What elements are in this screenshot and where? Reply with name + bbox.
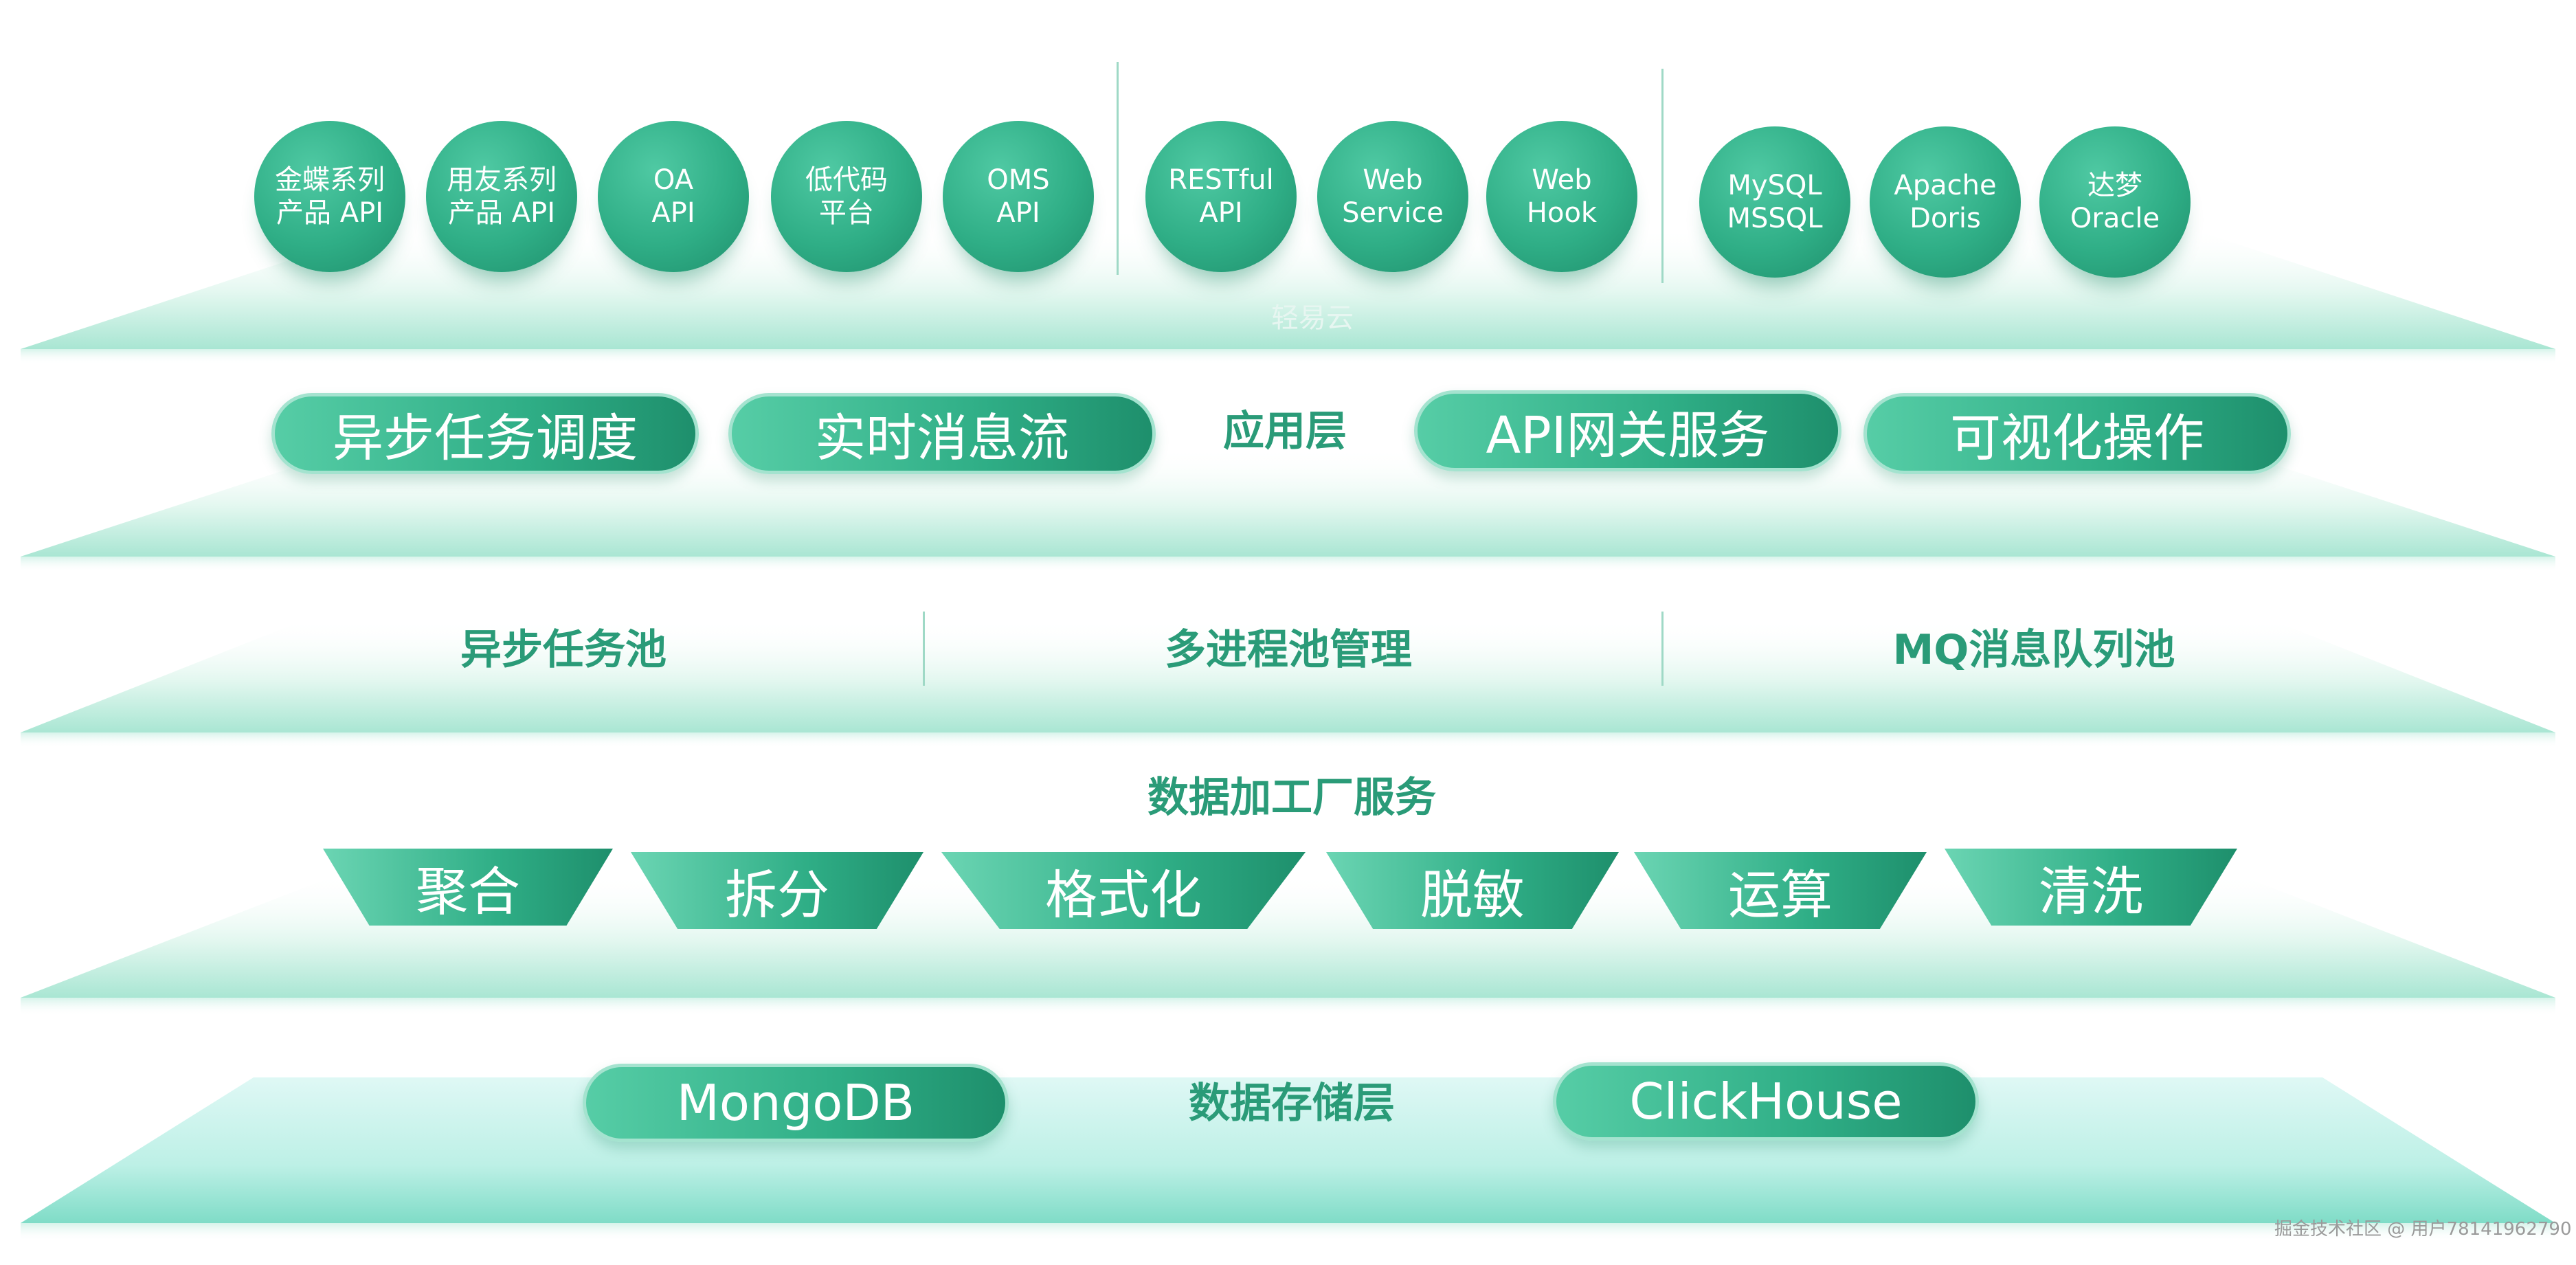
source-circle-dameng: 达梦 Oracle: [2039, 126, 2191, 278]
source-circle-mysql: MySQL MSSQL: [1699, 126, 1850, 278]
source-circle-oms: OMS API: [943, 121, 1094, 272]
factory-item-compute: 运算: [1634, 852, 1927, 929]
top-divider-1: [1117, 62, 1119, 275]
platform-5-edge: [21, 1223, 2555, 1241]
factory-item-desensitize: 脱敏: [1326, 852, 1619, 929]
top-divider-2: [1661, 69, 1664, 283]
app-pill-api-gateway: API网关服务: [1414, 390, 1841, 471]
source-circle-webhook: Web Hook: [1486, 121, 1637, 272]
credit-text: 掘金技术社区 @ 用户78141962790: [2274, 1219, 2572, 1240]
platform-1-edge: [21, 349, 2555, 364]
source-circle-yonyou: 用友系列 产品 API: [426, 121, 577, 272]
factory-item-split: 拆分: [631, 852, 923, 929]
platform-4-edge: [21, 998, 2555, 1016]
pool-multiprocess: 多进程池管理: [1165, 625, 1412, 674]
watermark-text: 轻易云: [1271, 302, 1354, 334]
app-pill-realtime-stream: 实时消息流: [728, 393, 1156, 474]
factory-item-aggregate: 聚合: [323, 849, 613, 926]
platform-4: [21, 873, 2555, 998]
storage-pill-mongodb: MongoDB: [583, 1064, 1009, 1142]
app-pill-async-scheduling: 异步任务调度: [271, 393, 699, 474]
platform-3: [21, 618, 2555, 732]
storage-pill-clickhouse: ClickHouse: [1553, 1062, 1979, 1141]
platform-2-edge: [21, 557, 2555, 572]
source-circle-lowcode: 低代码 平台: [771, 121, 922, 272]
platform-2: [21, 447, 2555, 557]
source-circle-doris: Apache Doris: [1870, 126, 2021, 278]
source-circle-kingdee: 金蝶系列 产品 API: [254, 121, 405, 272]
pool-divider-1: [923, 612, 925, 686]
app-pill-visual-ops: 可视化操作: [1863, 393, 2291, 474]
source-circle-webservice: Web Service: [1317, 121, 1468, 272]
pool-async-task: 异步任务池: [460, 625, 667, 674]
storage-layer-label: 数据存储层: [1189, 1079, 1395, 1128]
pool-divider-2: [1661, 612, 1664, 686]
factory-item-format: 格式化: [941, 852, 1306, 929]
source-circle-restful: RESTful API: [1145, 121, 1297, 272]
factory-layer-label: 数据加工厂服务: [1147, 773, 1436, 822]
platform-3-edge: [21, 732, 2555, 748]
source-circle-oa: OA API: [598, 121, 749, 272]
app-layer-label: 应用层: [1223, 407, 1347, 456]
pool-mq-queue: MQ消息队列池: [1892, 625, 2175, 674]
factory-item-cleanse: 清洗: [1945, 849, 2237, 926]
